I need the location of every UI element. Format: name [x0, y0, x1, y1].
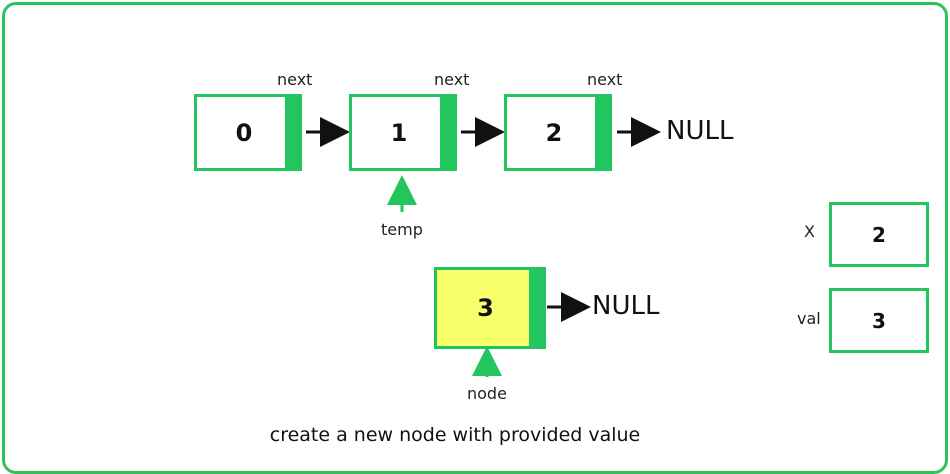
next-label-2: next [587, 70, 623, 89]
list-node-1: 1 [349, 94, 457, 171]
variable-box-val: 3 [829, 288, 929, 353]
list-node-2: 2 [504, 94, 612, 171]
variable-box-x: 2 [829, 202, 929, 267]
temp-label: temp [381, 220, 423, 239]
variable-name-x: X [804, 222, 815, 241]
node-value: 2 [545, 118, 563, 147]
next-pointer-cell [529, 270, 543, 346]
next-label-0: next [277, 70, 313, 89]
variable-name-val: val [797, 309, 821, 328]
new-node-null-label: NULL [592, 291, 660, 321]
next-pointer-cell [440, 97, 454, 168]
node-value: 0 [235, 118, 253, 147]
list-null-label: NULL [666, 116, 734, 146]
next-pointer-cell [595, 97, 609, 168]
next-pointer-cell [285, 97, 299, 168]
new-node: 3 [434, 267, 546, 349]
node-label: node [467, 384, 507, 403]
diagram-caption: create a new node with provided value [269, 424, 641, 446]
node-value: 1 [390, 118, 408, 147]
node-value: 3 [477, 294, 494, 322]
list-node-0: 0 [194, 94, 302, 171]
next-label-1: next [434, 70, 470, 89]
